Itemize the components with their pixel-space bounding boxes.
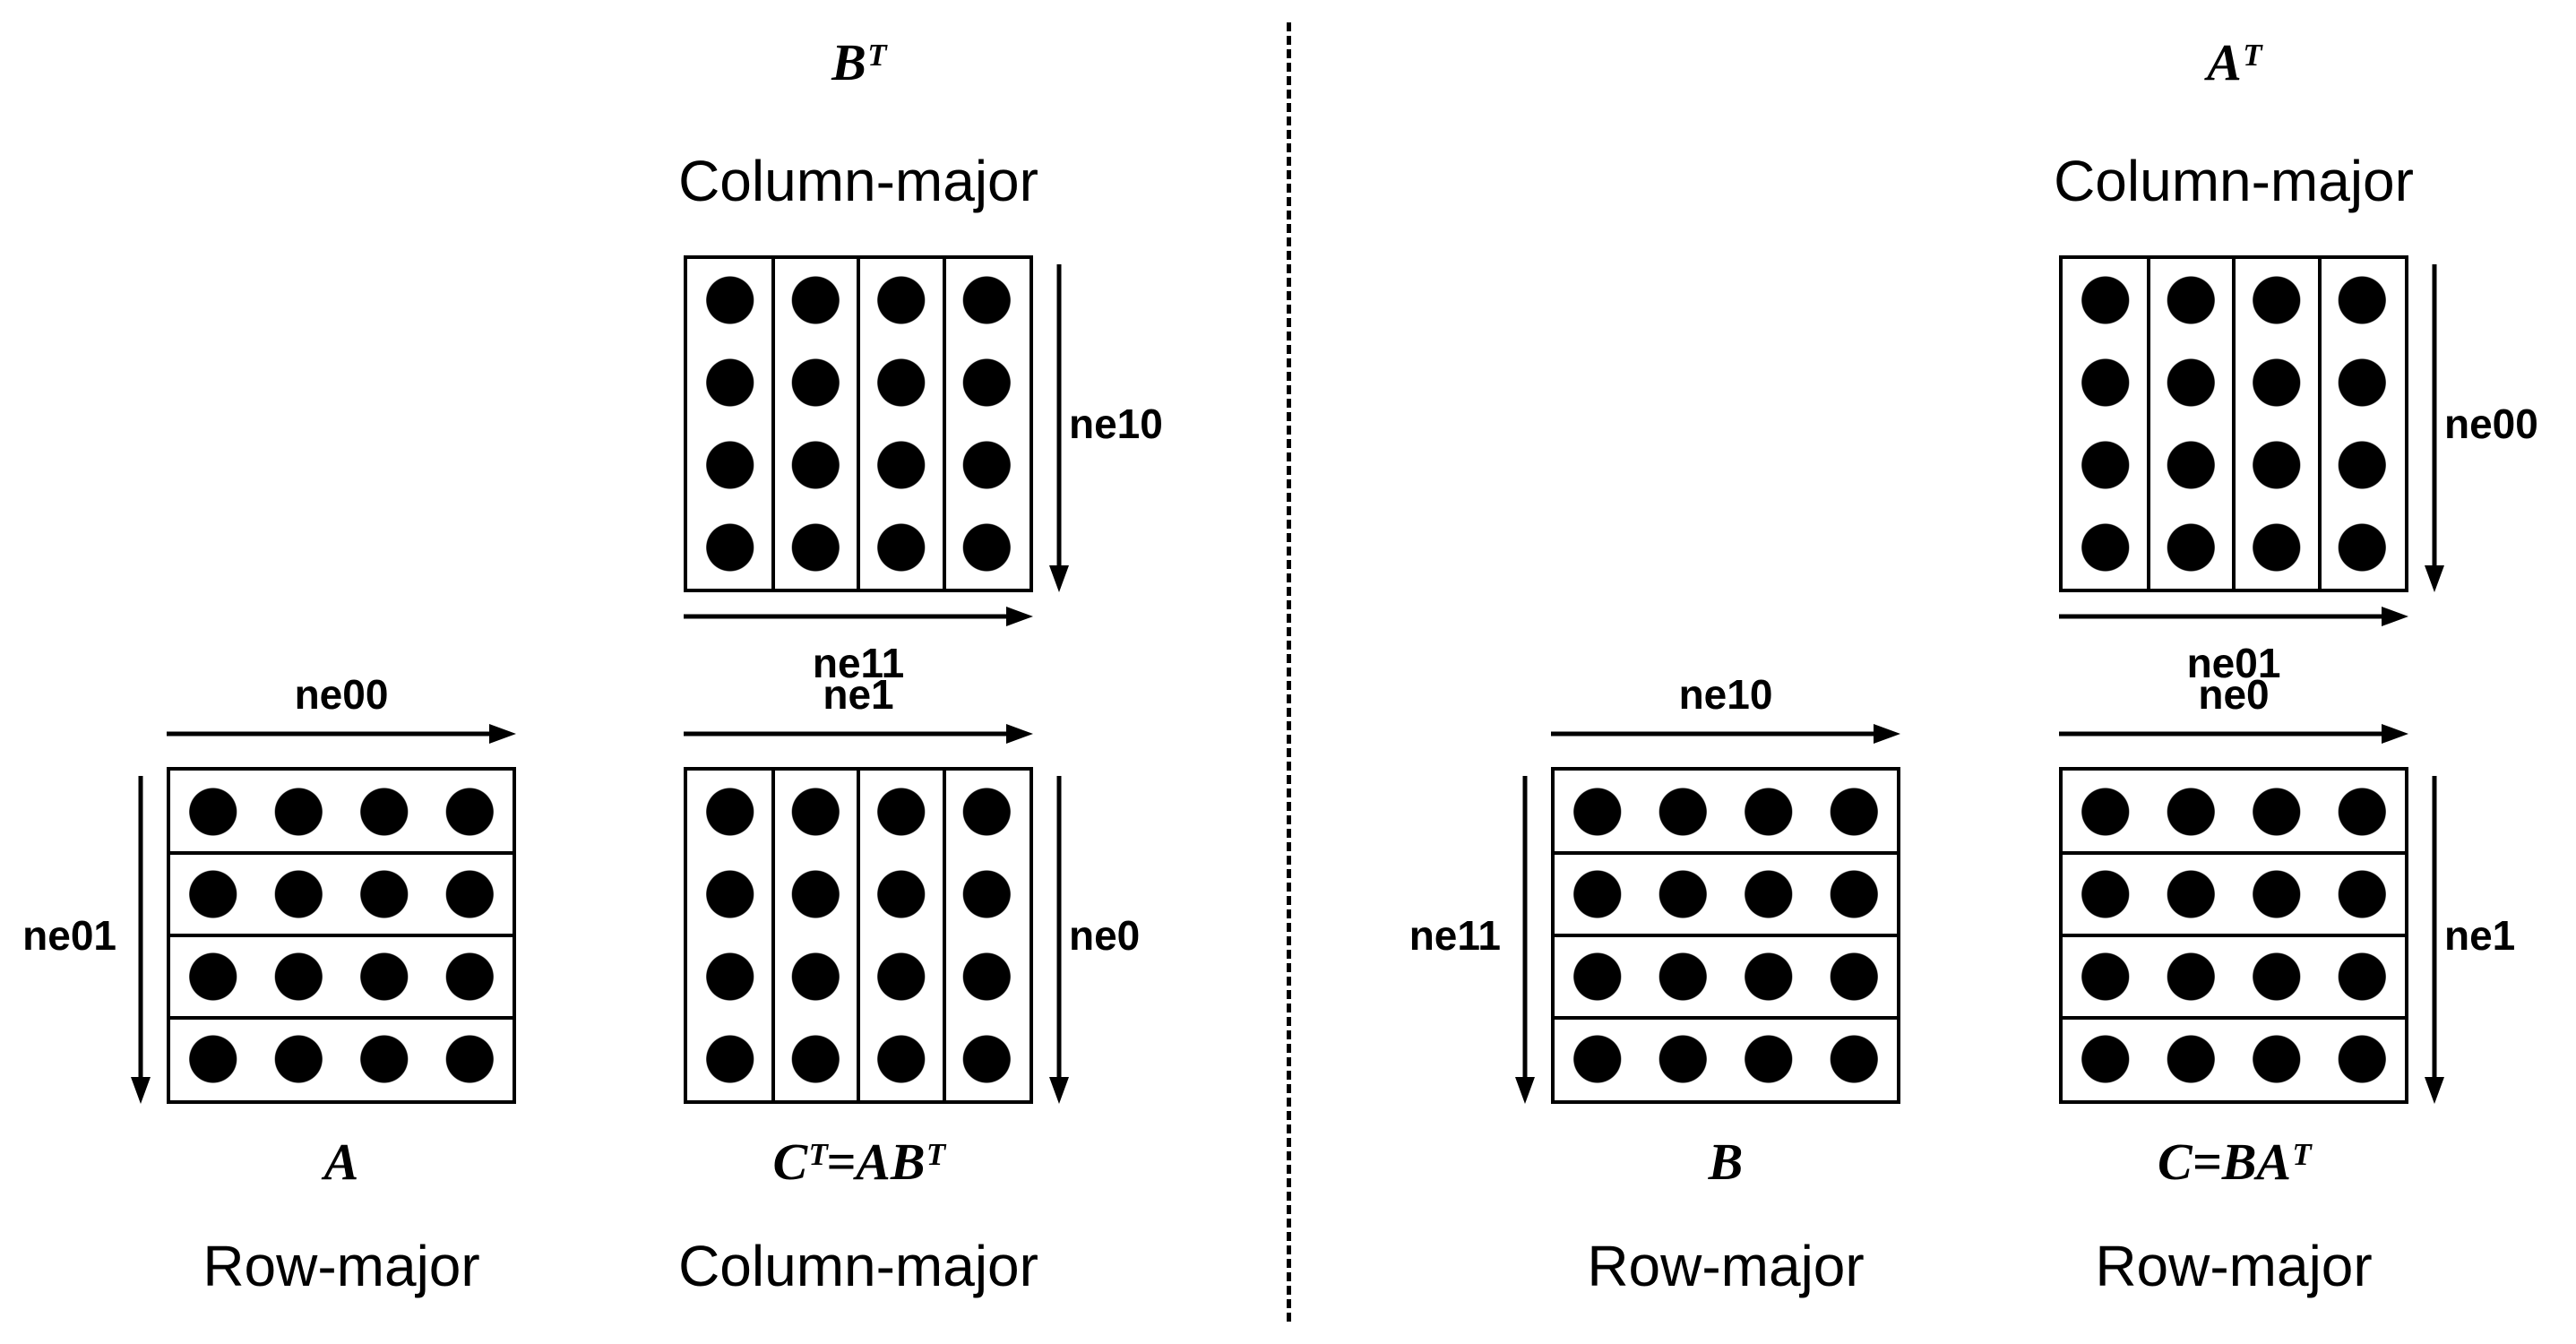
dim-label-ne1: ne1 <box>2444 912 2516 959</box>
matrix-divider <box>2317 259 2322 589</box>
dim-label-ne11: ne11 <box>1409 912 1501 959</box>
layout-caption-b: Row-major <box>1587 1234 1865 1298</box>
layout-caption-bt: Column-major <box>678 149 1038 213</box>
matrix-divider <box>2063 851 2405 855</box>
dim-label-ne00: ne00 <box>294 671 389 718</box>
layout-caption-a: Row-major <box>202 1234 480 1298</box>
dim-label-ne01: ne01 <box>2186 640 2281 686</box>
dim-label-ne10: ne10 <box>1678 671 1773 718</box>
matrix-divider <box>170 1016 513 1020</box>
matrix-divider <box>942 771 946 1100</box>
matrix-divider <box>857 771 860 1100</box>
matrix-divider <box>2063 934 2405 937</box>
dim-label-ne10: ne10 <box>1069 401 1163 447</box>
panel-divider <box>1287 22 1291 1322</box>
matrix-title-ct: Cᵀ=ABᵀ <box>772 1133 944 1191</box>
matrix-title-c: C=BAᵀ <box>2157 1133 2311 1191</box>
matrix-divider <box>1555 851 1897 855</box>
matrix-ct <box>684 767 1033 1104</box>
matrix-divider <box>2063 1016 2405 1020</box>
layout-caption-c: Row-major <box>2095 1234 2373 1298</box>
matrix-divider <box>857 259 860 589</box>
arrow-right-icon <box>684 605 1033 628</box>
matrix-a <box>167 767 516 1104</box>
arrow-down-icon <box>2423 776 2446 1104</box>
matrix-divider <box>170 851 513 855</box>
arrow-right-icon <box>2059 605 2408 628</box>
matrix-bt <box>684 255 1033 592</box>
matrix-at <box>2059 255 2408 592</box>
arrow-down-icon <box>2423 264 2446 592</box>
matrix-title-a: A <box>323 1133 359 1191</box>
arrow-down-icon <box>1047 264 1071 592</box>
matrix-divider <box>942 259 946 589</box>
arrow-down-icon <box>129 776 152 1104</box>
matrix-divider <box>170 934 513 937</box>
arrow-right-icon <box>684 722 1033 745</box>
matrix-c <box>2059 767 2408 1104</box>
matrix-divider <box>1555 1016 1897 1020</box>
arrow-down-icon <box>1513 776 1537 1104</box>
layout-caption-ct: Column-major <box>678 1234 1038 1298</box>
matrix-divider <box>1555 934 1897 937</box>
matrix-title-at: Aᵀ <box>2207 33 2261 91</box>
arrow-right-icon <box>1551 722 1900 745</box>
arrow-down-icon <box>1047 776 1071 1104</box>
dim-label-ne1: ne1 <box>823 671 894 718</box>
matrix-b <box>1551 767 1900 1104</box>
matrix-title-bt: Bᵀ <box>831 33 885 91</box>
matrix-divider <box>2146 259 2150 589</box>
dim-label-ne11: ne11 <box>812 640 905 686</box>
dim-label-ne0: ne0 <box>1069 912 1141 959</box>
matrix-divider <box>771 771 775 1100</box>
arrow-right-icon <box>2059 722 2408 745</box>
matrix-divider <box>771 259 775 589</box>
dim-label-ne01: ne01 <box>22 912 116 959</box>
dim-label-ne00: ne00 <box>2444 401 2538 447</box>
arrow-right-icon <box>167 722 516 745</box>
layout-caption-at: Column-major <box>2054 149 2414 213</box>
matrix-divider <box>2232 259 2236 589</box>
matrix-title-b: B <box>1708 1133 1744 1191</box>
dim-label-ne0: ne0 <box>2198 671 2270 718</box>
